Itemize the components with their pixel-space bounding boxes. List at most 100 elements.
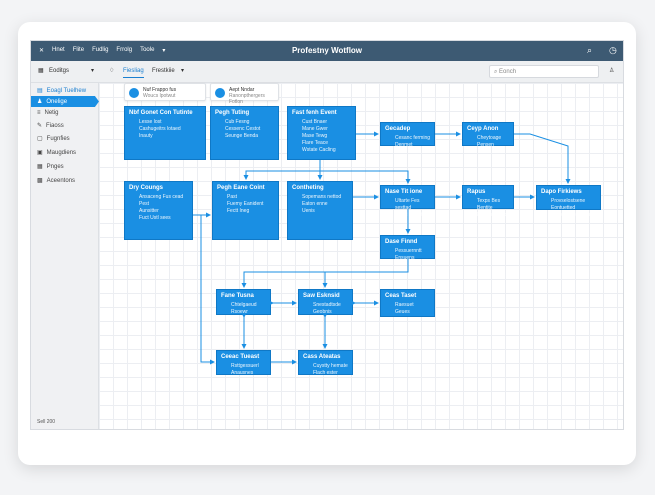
node-title: Fane Tusna — [221, 293, 254, 299]
node-line: Chtelgaeud — [231, 302, 257, 308]
node-title: Dapo Firkiews — [541, 189, 582, 195]
globe-icon — [129, 88, 139, 98]
toolbar: ▦ Eoditgs ▾ ♢ Fiesliag Frestkiie ▾ ⌕ Eon… — [31, 61, 623, 83]
chevron-down-icon[interactable]: ▾ — [162, 48, 166, 54]
node-line: Fuct Ustl sees — [139, 215, 171, 221]
node-title: Rapus — [467, 189, 486, 195]
back-icon[interactable]: ✕ — [39, 48, 45, 54]
node-line: Snestadtsde — [313, 302, 341, 308]
node-line: Rsttgessuerl — [231, 363, 259, 369]
check-icon — [215, 88, 225, 98]
node-line: Fuemy Eanident — [227, 201, 264, 207]
sidebar-item[interactable]: ▦Pnges — [37, 163, 64, 171]
node-line: Cuystty hemate — [313, 363, 348, 369]
footer-status: Sell 200 — [37, 419, 56, 425]
node-line: Mane Gwer — [302, 126, 328, 132]
menu-bar: ✕ Hnet Flite Fudlig Frrolg Toole ▾ — [39, 47, 165, 54]
sidebar-item[interactable]: ▩Aceentons — [37, 177, 76, 185]
node-title: Cass Ateatas — [303, 354, 341, 360]
node-title: Ceyp Anon — [467, 126, 499, 132]
search-icon[interactable]: ⌕ — [587, 45, 593, 55]
node-title: Contheting — [292, 185, 324, 191]
app-title: Profestny Wotflow — [291, 46, 363, 55]
node-line: Texps Bes Bentite — [477, 198, 501, 211]
tab-workflow[interactable]: Fiesliag — [123, 68, 144, 78]
node-title: Ceeac Tueast — [221, 354, 260, 360]
node-line: Cheytoage — [477, 135, 502, 141]
sidebar: ▤Eoagl Tuelhew ♟Onelige ≡Netig ✎Fiaoss ▢… — [31, 83, 99, 429]
bulb-icon: ♢ — [109, 68, 115, 74]
node-title: Ceas Taset — [385, 293, 417, 299]
menu-item[interactable]: Fudlig — [92, 47, 109, 53]
sidebar-item[interactable]: ▤Eoagl Tuelhew — [37, 87, 87, 95]
node-title: Pegh Eane Coint — [217, 185, 265, 191]
pencil-icon: ✎ — [37, 123, 43, 129]
clock-icon[interactable]: ◷ — [609, 45, 617, 55]
tab-properties[interactable]: Frestkiie — [152, 68, 175, 74]
node-line: Sopemans nettod — [302, 194, 342, 200]
box-icon: ▢ — [37, 136, 43, 142]
node-line: Anausnes — [231, 370, 254, 376]
sidebar-item[interactable]: ▢Fugnfies — [37, 135, 70, 143]
node-line: Wstate Cacling — [302, 147, 336, 153]
list-icon: ≡ — [37, 109, 41, 116]
node-line: Pensen — [477, 142, 494, 148]
menu-item[interactable]: Toole — [140, 47, 155, 53]
node-line: Lesse lost — [139, 119, 162, 125]
node-line: Flare Teace — [302, 140, 329, 146]
chevron-down-icon[interactable]: ▾ — [91, 68, 95, 74]
menu-item[interactable]: Flite — [72, 47, 85, 53]
node-title: Pegh Tuting — [215, 110, 250, 116]
node-line: Pest — [139, 201, 150, 207]
node-title: Gecadep — [385, 126, 411, 132]
menu-item[interactable]: Frrolg — [116, 47, 133, 53]
menu-item[interactable]: Hnet — [52, 47, 65, 53]
sidebar-item-active[interactable]: ♟Onelige — [31, 96, 99, 107]
user-icon[interactable]: ♙ — [609, 68, 615, 74]
node-title: Dase Finnd — [385, 239, 418, 245]
node-line: Cub Fesng — [225, 119, 250, 125]
chevron-down-icon[interactable]: ▾ — [181, 68, 185, 74]
node-line: Seunge Benda — [225, 133, 259, 139]
node-line: Geobnis — [313, 309, 332, 315]
node-line: Cust Bnaer — [302, 119, 328, 125]
settings-dropdown[interactable]: Eoditgs — [49, 68, 70, 74]
node-line: Aunsitter — [139, 208, 159, 214]
node-line: Rsoewr — [231, 309, 248, 315]
box-icon: ▣ — [37, 150, 43, 156]
node-title: Nase Tit ione — [385, 189, 423, 195]
node-line: Cesanc ferming — [395, 135, 431, 141]
grid-icon: ▦ — [37, 164, 43, 170]
node-line: Denmet — [395, 142, 413, 148]
sidebar-item[interactable]: ▣Maugdiens — [37, 149, 77, 157]
node-line: Pessuernntt — [395, 248, 422, 254]
search-input[interactable]: ⌕ Eonch — [489, 65, 599, 78]
title-bar: ✕ Hnet Flite Fudlig Frrolg Toole ▾ Profe… — [31, 41, 623, 61]
node-line: Ultarte Fes sesttad — [395, 198, 420, 211]
node-line: Ansaceng Fus cead — [139, 194, 184, 200]
sidebar-item[interactable]: ≡Netig — [37, 109, 59, 116]
sidebar-item[interactable]: ✎Fiaoss — [37, 122, 64, 130]
node-line: Cansne Fenstbnse — [551, 212, 593, 218]
node-line: Mase Tewg — [302, 133, 328, 139]
user-icon: ♟ — [37, 99, 43, 105]
